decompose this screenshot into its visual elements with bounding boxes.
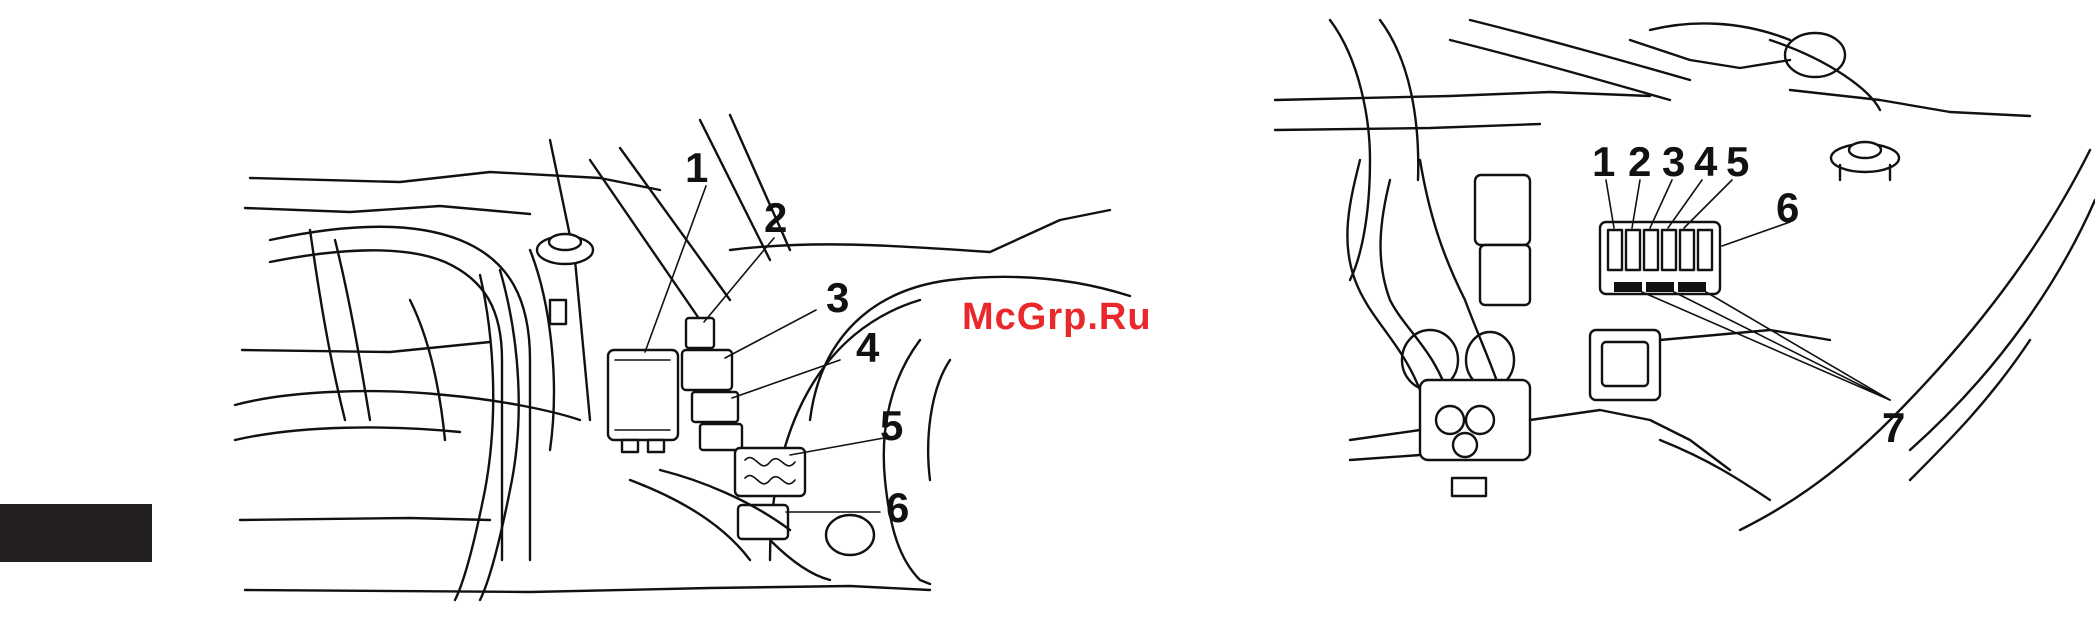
right-illustration: 1 2 3 4 5 6 7 — [1270, 0, 2095, 634]
left-callout-1: 1 — [685, 144, 708, 191]
right-callout-2: 2 — [1628, 138, 1651, 185]
right-callout-3: 3 — [1662, 138, 1685, 185]
left-callout-6: 6 — [886, 484, 909, 531]
watermark-text: McGrp.Ru — [962, 296, 1152, 339]
left-callout-5: 5 — [880, 402, 903, 449]
left-callout-2: 2 — [764, 194, 787, 241]
left-callout-3: 3 — [826, 274, 849, 321]
left-callout-4: 4 — [856, 324, 880, 371]
right-callout-6: 6 — [1776, 184, 1799, 231]
right-callout-7: 7 — [1882, 404, 1905, 451]
right-callout-5: 5 — [1726, 138, 1749, 185]
right-callout-1: 1 — [1592, 138, 1615, 185]
right-callout-4: 4 — [1694, 138, 1718, 185]
section-tab-marker — [0, 504, 152, 562]
